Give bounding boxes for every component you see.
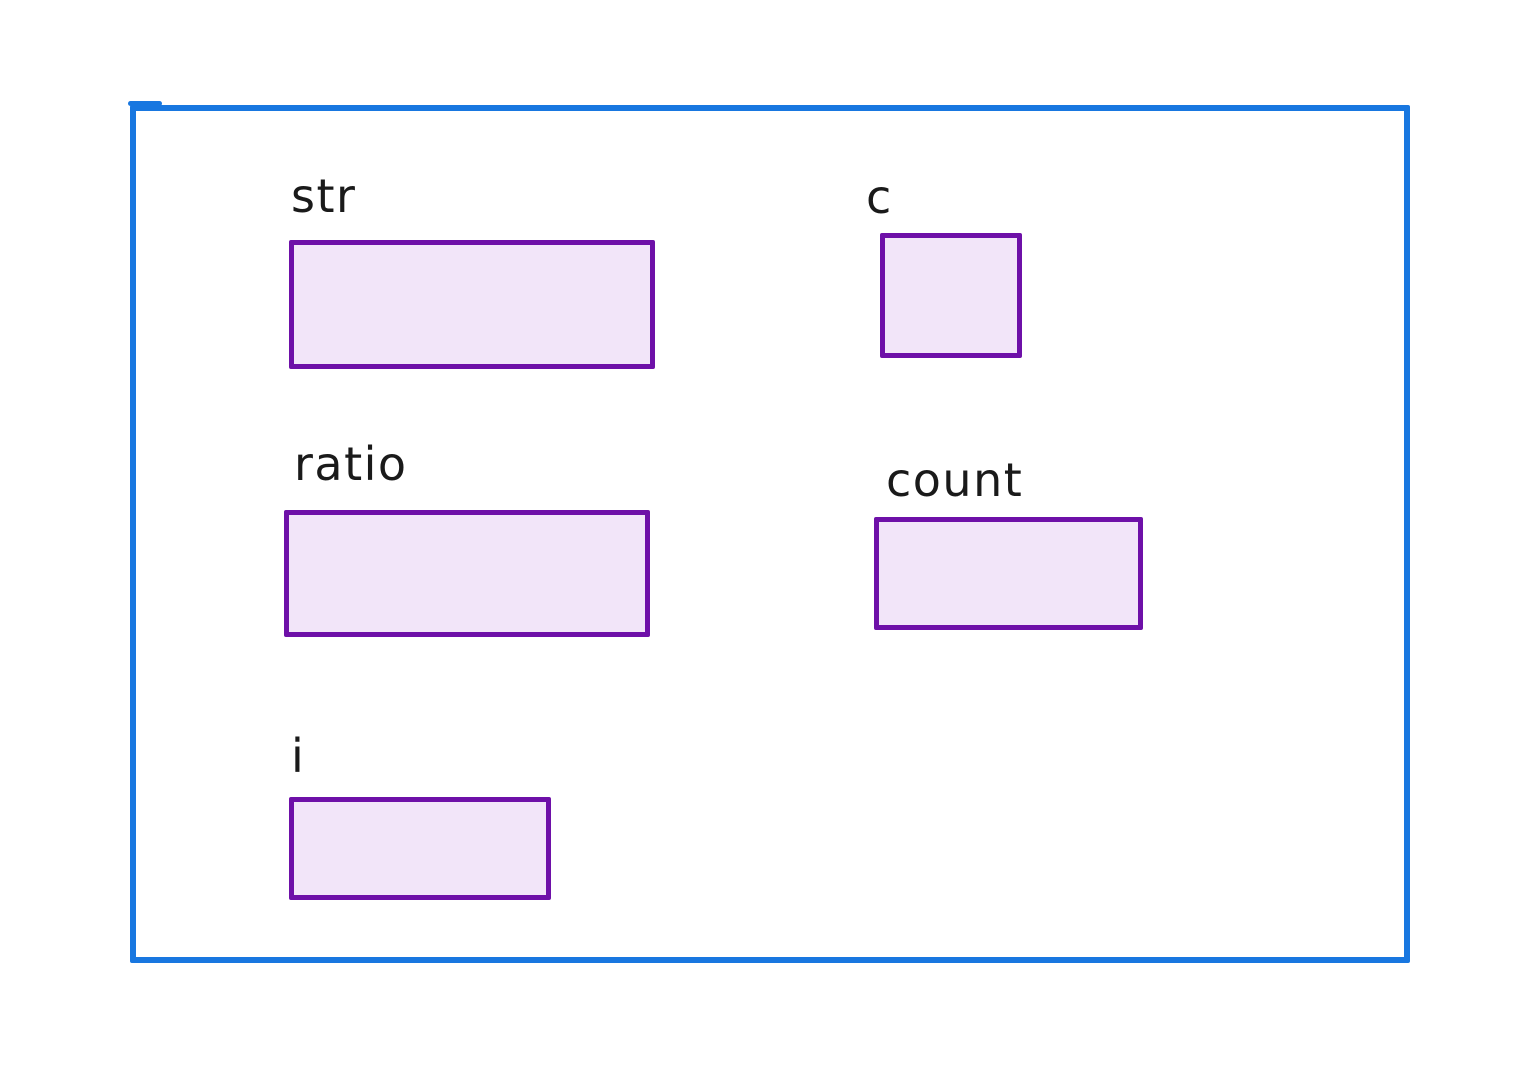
variable-ratio-box xyxy=(284,510,650,637)
variable-ratio-label: ratio xyxy=(294,437,408,492)
variable-c-box xyxy=(880,233,1022,358)
memory-frame: str c ratio count i xyxy=(128,101,1410,963)
variable-str: str xyxy=(289,171,655,369)
variable-c: c xyxy=(866,172,1022,358)
variable-i: i xyxy=(289,731,551,900)
variable-count-label: count xyxy=(886,453,1024,508)
variable-ratio: ratio xyxy=(284,439,650,637)
variable-count: count xyxy=(874,455,1143,630)
variable-i-label: i xyxy=(291,729,306,784)
variable-c-label: c xyxy=(866,170,893,225)
variable-i-box xyxy=(289,797,551,900)
variable-count-box xyxy=(874,517,1143,630)
variable-str-label: str xyxy=(291,169,357,224)
variable-str-box xyxy=(289,240,655,369)
